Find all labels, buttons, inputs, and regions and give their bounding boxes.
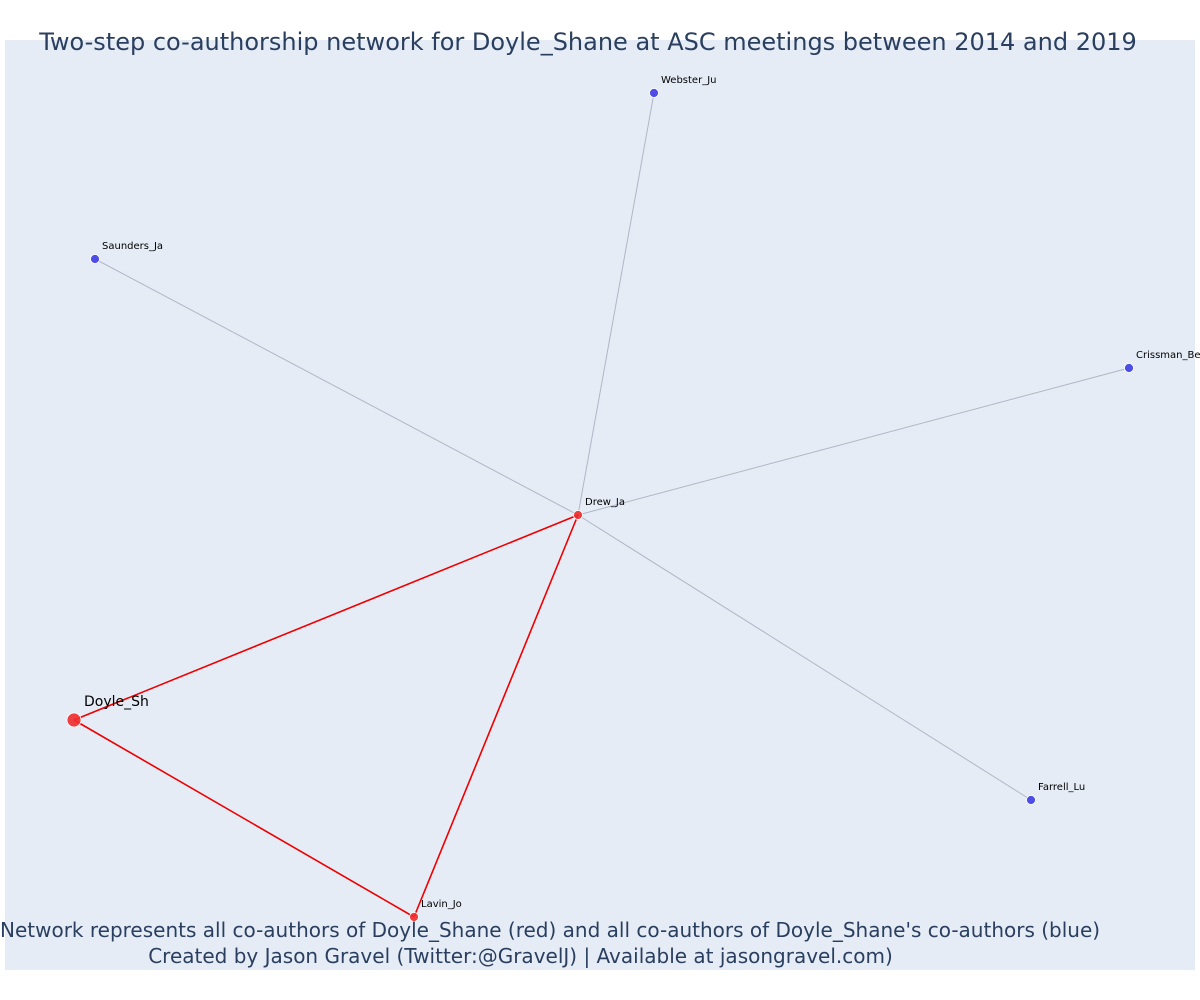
edge-Drew_Ja-Webster_Ju: [577, 92, 655, 516]
node-Crissman_Be[interactable]: [1124, 363, 1134, 373]
chart-title: Two-step co-authorship network for Doyle…: [39, 28, 1137, 56]
node-Doyle_Sh[interactable]: [66, 712, 82, 728]
edges-layer: [73, 92, 1130, 918]
plot-area: [5, 40, 1195, 970]
caption-line-1: Network represents all co-authors of Doy…: [0, 918, 1101, 942]
node-Saunders_Ja[interactable]: [90, 254, 100, 264]
edge-Drew_Ja-Farrell_Lu: [577, 514, 1032, 801]
caption-line-2: Created by Jason Gravel (Twitter:@Gravel…: [148, 944, 893, 968]
edge-Doyle_Sh-Drew_Ja: [73, 514, 579, 721]
edge-Drew_Ja-Saunders_Ja: [94, 258, 579, 516]
node-Drew_Ja[interactable]: [573, 510, 583, 520]
edge-Drew_Ja-Lavin_Jo: [413, 514, 579, 918]
nodes-layer: [66, 88, 1134, 922]
node-label-Webster_Ju: Webster_Ju: [661, 75, 716, 86]
node-Lavin_Jo[interactable]: [409, 912, 419, 922]
node-Farrell_Lu[interactable]: [1026, 795, 1036, 805]
node-label-Drew_Ja: Drew_Ja: [585, 497, 625, 508]
node-label-Crissman_Be: Crissman_Be: [1136, 350, 1200, 361]
edge-Doyle_Sh-Lavin_Jo: [73, 719, 415, 918]
node-Webster_Ju[interactable]: [649, 88, 659, 98]
node-label-Lavin_Jo: Lavin_Jo: [421, 899, 462, 910]
node-label-Saunders_Ja: Saunders_Ja: [102, 241, 163, 252]
edge-Drew_Ja-Crissman_Be: [577, 367, 1130, 516]
node-label-Farrell_Lu: Farrell_Lu: [1038, 782, 1085, 793]
node-label-Doyle_Sh: Doyle_Sh: [84, 694, 149, 710]
